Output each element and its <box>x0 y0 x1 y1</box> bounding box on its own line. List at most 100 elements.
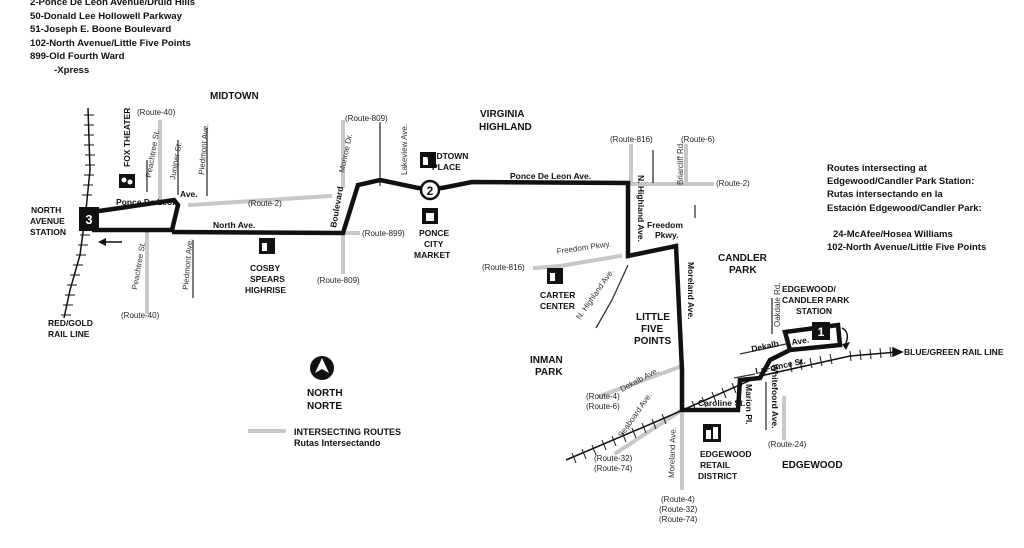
route-809-label-top: (Route-809) <box>345 114 388 123</box>
edgewood-station-label: CANDLER PARK <box>782 295 850 305</box>
street-boulevard: Boulevard <box>328 186 345 229</box>
route-2-label-west: (Route-2) <box>248 199 282 208</box>
rail-arrow-icon <box>892 346 904 358</box>
neighborhood-edgewood: EDGEWOOD <box>782 460 843 471</box>
fox-theater-label: FOX THEATER <box>122 108 132 167</box>
edgewood-retail-label: EDGEWOOD <box>700 449 751 459</box>
midpoint-2-number: 2 <box>427 184 434 198</box>
street-moreland-ave: Moreland Ave. <box>686 262 696 319</box>
n-highland-diagonal-line <box>595 264 629 329</box>
north-avenue-station-label: STATION <box>30 227 66 237</box>
route-list-item: 50-Donald Lee Hollowell Parkway <box>30 10 182 22</box>
street-freedom-pkwy-gray: Freedom Pkwy. <box>556 239 612 256</box>
street-piedmont-top: Piedmont Ave. <box>197 123 210 175</box>
route-list: 2-Ponce De Leon Avenue/Druid Hills 50-Do… <box>30 0 195 78</box>
cosby-spears-label: COSBY <box>250 263 281 273</box>
red-gold-rail-line <box>61 107 95 319</box>
building-icon <box>259 238 275 254</box>
edgewood-retail-label: DISTRICT <box>698 471 738 481</box>
route-40-label-top: (Route-40) <box>137 108 176 117</box>
route-4-6-line <box>597 363 685 399</box>
edgewood-station-label: EDGEWOOD/ <box>782 284 836 294</box>
neighborhood-inman-park: INMAN <box>530 355 563 366</box>
panel-heading-line: Estación Edgewood/Candler Park: <box>827 202 982 214</box>
street-marion-pl: Marion Pl. <box>744 384 754 425</box>
street-north-ave: North Ave. <box>213 220 255 230</box>
ponce-city-market-label: CITY <box>424 239 444 249</box>
neighborhood-little-five-points: FIVE <box>641 324 664 335</box>
lafrance-line <box>733 373 756 379</box>
route-list-item: -Xpress <box>54 64 90 76</box>
retail-district-icon <box>703 424 721 442</box>
route-32-74-label: (Route-32) <box>594 454 633 463</box>
edgewood-retail-label: RETAIL <box>700 460 730 470</box>
street-monroe-dr: Monroe Dr. <box>337 133 354 174</box>
neighborhood-candler-park: PARK <box>729 265 757 276</box>
neighborhood-virginia-highland: VIRGINIA <box>480 109 524 120</box>
route-4-6-label: (Route-6) <box>586 402 620 411</box>
street-dekalb-ave-west: Dekalb Ave. <box>619 366 661 394</box>
neighborhood-little-five-points: LITTLE <box>636 312 670 323</box>
dekalb-line <box>739 343 787 355</box>
carter-center-label: CARTER <box>540 290 575 300</box>
route-809-label-bottom: (Route-809) <box>317 276 360 285</box>
route-816-label-west: (Route-816) <box>482 263 525 272</box>
compass-label: NORTE <box>307 401 342 412</box>
street-peachtree-bottom: Peachtree St. <box>130 241 147 290</box>
route-32-74-line <box>613 407 685 456</box>
shopping-bag-icon <box>422 208 438 224</box>
street-juniper: Juniper St. <box>168 141 184 180</box>
intersecting-routes <box>145 120 786 490</box>
north-compass-icon <box>310 356 334 380</box>
station-3-number: 3 <box>85 212 92 227</box>
street-whitefoord-ave: Whitefoord Ave. <box>770 364 780 429</box>
route-main-line <box>171 177 843 413</box>
route-list-item: 102-North Avenue/Little Five Points <box>30 37 191 49</box>
panel-heading-line: Routes intersecting at <box>827 163 927 174</box>
route-4-32-74-label: (Route-4) <box>661 495 695 504</box>
station-1-marker: 1 <box>812 322 830 340</box>
neighborhood-candler-park: CANDLER <box>718 253 768 264</box>
street-piedmont-bottom: Piedmont Ave. <box>181 238 194 290</box>
blue-green-rail-label: BLUE/GREEN RAIL LINE <box>904 347 1004 357</box>
route-6-label-top: (Route-6) <box>681 135 715 144</box>
red-gold-rail-label: RAIL LINE <box>48 329 90 339</box>
street-n-highland-ave: N. Highland Ave. <box>636 175 646 242</box>
compass-label: NORTH <box>307 388 343 399</box>
street-caroline-st: Caroline St. <box>698 398 745 408</box>
route-list-item: 899-Old Fourth Ward <box>30 51 125 63</box>
midtown-place-label: PLACE <box>432 162 461 172</box>
carter-center-label: CENTER <box>540 301 575 311</box>
panel-route-item: 24-McAfee/Hosea Williams <box>833 228 953 240</box>
street-n-highland-diagonal: N. Highland Ave. <box>574 267 615 321</box>
legend-label: INTERSECTING ROUTES <box>294 427 401 437</box>
street-ponce-ave: Ave. <box>180 189 198 199</box>
street-freedom-pkwy: Pkwy. <box>655 230 678 240</box>
station-1-number: 1 <box>818 325 825 339</box>
route-list-item: 2-Ponce De Leon Avenue/Druid Hills <box>30 0 196 8</box>
route-4-6-label: (Route-4) <box>586 392 620 401</box>
station-3-marker: 3 <box>79 207 99 231</box>
street-dekalb-ave: Ave. <box>791 335 810 347</box>
neighborhood-little-five-points: POINTS <box>634 336 672 347</box>
intersecting-routes-panel: Routes intersecting at Edgewood/Candler … <box>827 162 986 254</box>
street-lakeview-ave: Lakeview Ave. <box>400 124 409 175</box>
route-4-32-74-label: (Route-32) <box>659 505 698 514</box>
route-40-label-bottom: (Route-40) <box>121 311 160 320</box>
north-avenue-station-label: NORTH <box>31 205 61 215</box>
street-dekalb-east: Dekalb <box>750 338 779 354</box>
neighborhood-inman-park: PARK <box>535 367 563 378</box>
panel-route-item: 102-North Avenue/Little Five Points <box>827 242 987 254</box>
streets <box>146 122 787 430</box>
route-2-line-west <box>187 193 333 208</box>
route-list-item: 51-Joseph E. Boone Boulevard <box>30 24 172 36</box>
neighborhood-midtown: MIDTOWN <box>210 91 259 102</box>
street-briarcliff-rd: Briarcliff Rd. <box>676 142 685 185</box>
route-899-label: (Route-899) <box>362 229 405 238</box>
cosby-spears-label: HIGHRISE <box>245 285 286 295</box>
route-102-path <box>89 177 843 413</box>
route-24-label: (Route-24) <box>768 440 807 449</box>
route-32-74-label: (Route-74) <box>594 464 633 473</box>
panel-heading-line: Edgewood/Candler Park Station: <box>827 176 975 188</box>
cosby-spears-label: SPEARS <box>250 274 285 284</box>
